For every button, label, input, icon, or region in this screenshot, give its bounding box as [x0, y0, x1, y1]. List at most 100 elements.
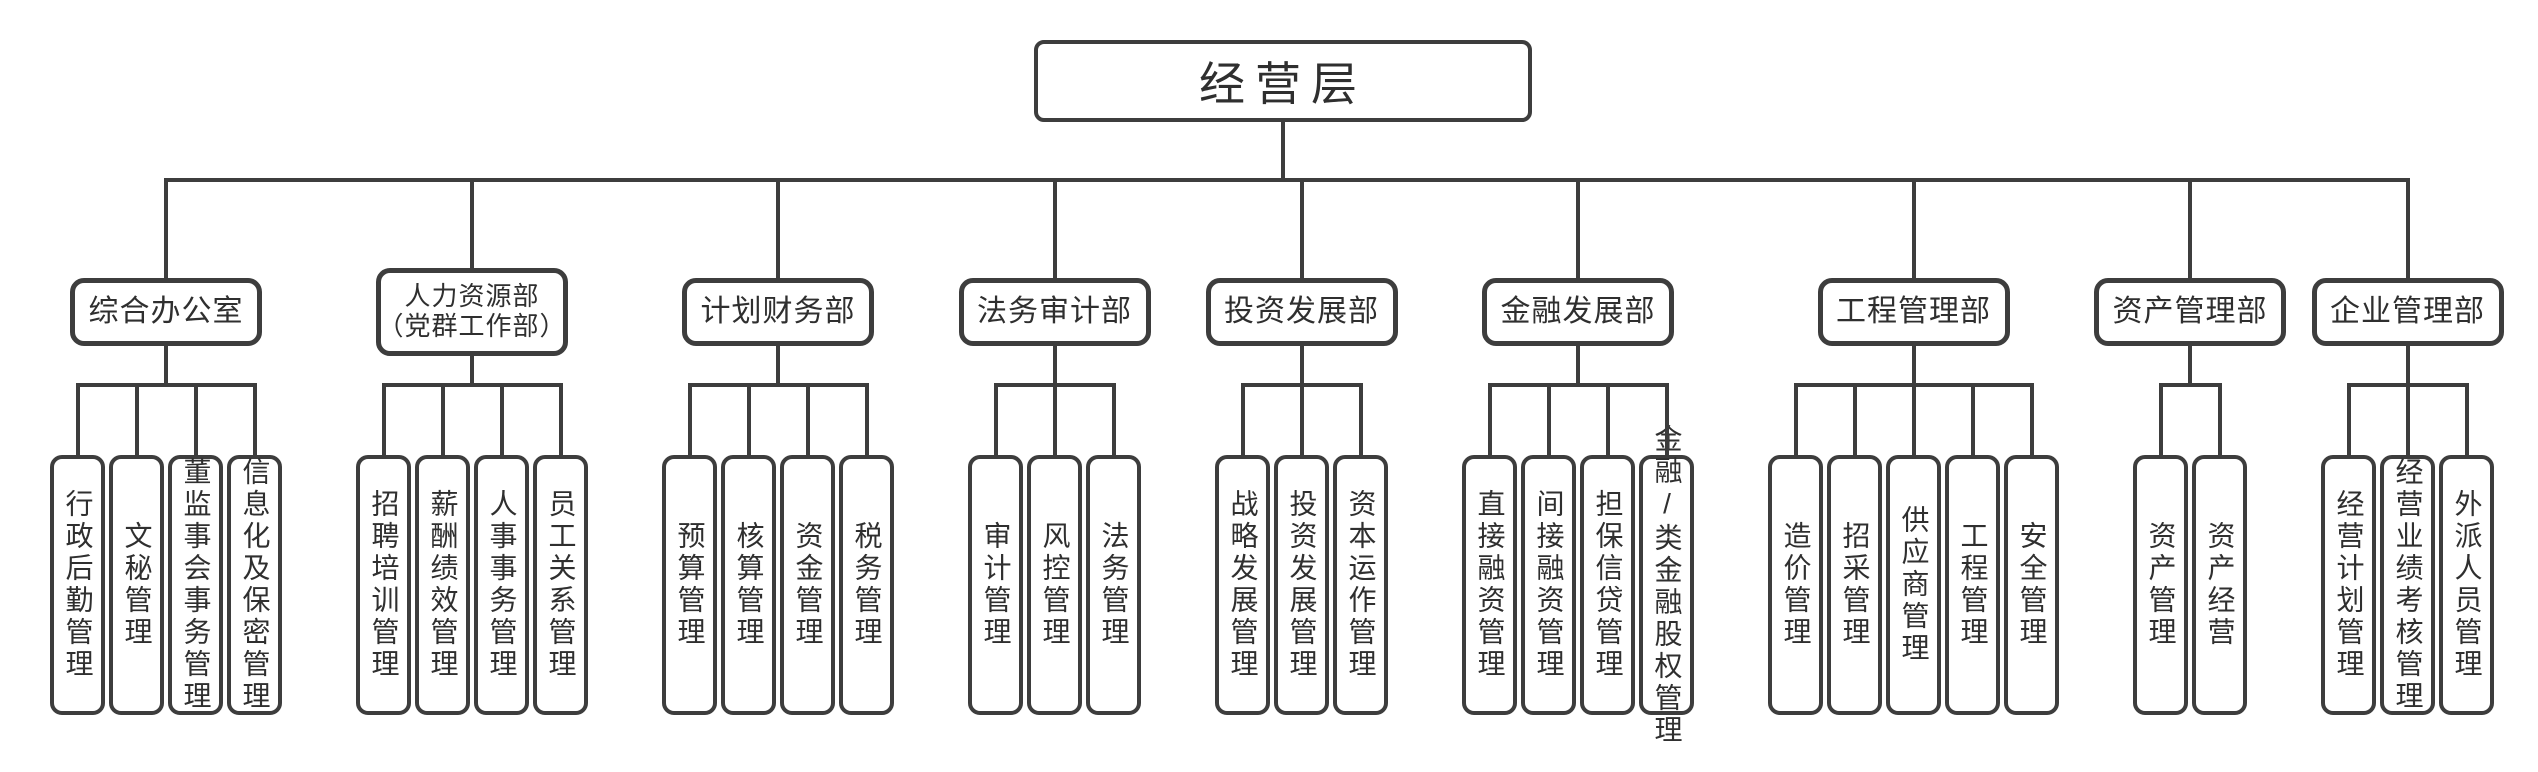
- function-drop-line: [1359, 385, 1363, 456]
- department-drop-line: [776, 180, 780, 279]
- function-node[interactable]: 资产经营: [2192, 455, 2247, 715]
- department-node[interactable]: 工程管理部: [1817, 278, 2010, 346]
- function-drop-line: [1112, 385, 1116, 456]
- function-drop-line: [865, 385, 869, 456]
- function-node[interactable]: 资产管理: [2133, 455, 2188, 715]
- department-node[interactable]: 资产管理部: [2094, 278, 2286, 346]
- department-node[interactable]: 计划财务部: [682, 278, 874, 346]
- function-node[interactable]: 信息化及保密管理: [227, 455, 282, 715]
- function-node[interactable]: 招采管理: [1827, 455, 1882, 715]
- function-drop-line: [1241, 385, 1245, 456]
- department-label: 企业管理部: [2330, 294, 2485, 328]
- department-node[interactable]: 企业管理部: [2311, 278, 2504, 346]
- function-node[interactable]: 安全管理: [2004, 455, 2059, 715]
- function-node[interactable]: 审计管理: [968, 455, 1023, 715]
- function-node[interactable]: 担保信贷管理: [1580, 455, 1635, 715]
- department-label: 金融发展部: [1500, 294, 1656, 328]
- department-stub-line: [1053, 345, 1057, 386]
- function-drop-line: [2030, 385, 2034, 456]
- function-node[interactable]: 风控管理: [1027, 455, 1082, 715]
- function-node[interactable]: 造价管理: [1768, 455, 1823, 715]
- function-row: 招聘培训管理薪酬绩效管理人事事务管理员工关系管理: [356, 455, 588, 715]
- function-row: 经营计划管理经营业绩考核管理外派人员管理: [2321, 455, 2494, 715]
- function-bus-line: [1794, 383, 2034, 387]
- function-node[interactable]: 间接融资管理: [1521, 455, 1576, 715]
- function-node[interactable]: 人事事务管理: [474, 455, 529, 715]
- function-node[interactable]: 员工关系管理: [533, 455, 588, 715]
- function-drop-line: [1853, 385, 1857, 456]
- department-drop-line: [1300, 180, 1304, 279]
- function-label: 招采管理: [1839, 521, 1871, 649]
- function-bus-line: [994, 383, 1116, 387]
- function-drop-line: [688, 385, 692, 456]
- function-label: 直接融资管理: [1474, 489, 1506, 681]
- function-bus-line: [382, 383, 563, 387]
- function-drop-line: [500, 385, 504, 456]
- function-drop-line: [1794, 385, 1798, 456]
- function-row: 战略发展管理投资发展管理资本运作管理: [1215, 455, 1388, 715]
- department-node[interactable]: 综合办公室: [70, 278, 262, 346]
- department-label: 投资发展部: [1224, 294, 1379, 328]
- function-drop-line: [76, 385, 80, 456]
- function-label: 担保信贷管理: [1592, 489, 1624, 681]
- function-node[interactable]: 经营业绩考核管理: [2380, 455, 2435, 715]
- function-label: 投资发展管理: [1286, 489, 1318, 681]
- function-node[interactable]: 法务管理: [1086, 455, 1141, 715]
- department-node[interactable]: 投资发展部: [1205, 278, 1398, 346]
- function-node[interactable]: 董监事会事务管理: [168, 455, 223, 715]
- function-label: 核算管理: [733, 521, 765, 649]
- function-node[interactable]: 工程管理: [1945, 455, 2000, 715]
- function-bus-line: [1241, 383, 1363, 387]
- function-row: 审计管理风控管理法务管理: [968, 455, 1141, 715]
- function-label: 外派人员管理: [2451, 489, 2483, 681]
- function-label: 供应商管理: [1898, 505, 1930, 665]
- function-node[interactable]: 外派人员管理: [2439, 455, 2494, 715]
- department-stub-line: [164, 345, 168, 386]
- function-label: 资产经营: [2204, 521, 2236, 649]
- department-label: 法务审计部: [977, 294, 1132, 328]
- function-node[interactable]: 薪酬绩效管理: [415, 455, 470, 715]
- function-node[interactable]: 供应商管理: [1886, 455, 1941, 715]
- function-drop-line: [1300, 385, 1304, 456]
- function-drop-line: [994, 385, 998, 456]
- function-row: 预算管理核算管理资金管理税务管理: [662, 455, 894, 715]
- function-row: 造价管理招采管理供应商管理工程管理安全管理: [1768, 455, 2059, 715]
- function-drop-line: [1053, 385, 1057, 456]
- function-node[interactable]: 文秘管理: [109, 455, 164, 715]
- trunk-line: [164, 178, 2410, 182]
- function-node[interactable]: 金融/类金融股权管理: [1639, 424, 1694, 747]
- department-drop-line: [1912, 180, 1916, 279]
- department-stub-line: [2406, 345, 2410, 386]
- function-node[interactable]: 招聘培训管理: [356, 455, 411, 715]
- root-node[interactable]: 经营层: [1034, 40, 1532, 122]
- function-node[interactable]: 资金管理: [780, 455, 835, 715]
- function-drop-line: [1547, 385, 1551, 456]
- function-node[interactable]: 经营计划管理: [2321, 455, 2376, 715]
- department-drop-line: [470, 180, 474, 269]
- function-node[interactable]: 直接融资管理: [1462, 455, 1517, 715]
- department-label: 综合办公室: [88, 294, 244, 328]
- function-label: 审计管理: [980, 521, 1012, 649]
- function-label: 预算管理: [674, 521, 706, 649]
- function-node[interactable]: 资本运作管理: [1333, 455, 1388, 715]
- function-node[interactable]: 核算管理: [721, 455, 776, 715]
- function-drop-line: [1606, 385, 1610, 456]
- function-label: 资本运作管理: [1345, 489, 1377, 681]
- function-node[interactable]: 税务管理: [839, 455, 894, 715]
- department-label: 工程管理部: [1836, 294, 1991, 328]
- function-label: 行政后勤管理: [62, 489, 94, 681]
- function-node[interactable]: 投资发展管理: [1274, 455, 1329, 715]
- department-stub-line: [1912, 345, 1916, 386]
- function-label: 造价管理: [1780, 521, 1812, 649]
- function-node[interactable]: 战略发展管理: [1215, 455, 1270, 715]
- function-node[interactable]: 行政后勤管理: [50, 455, 105, 715]
- department-node[interactable]: 人力资源部（党群工作部）: [376, 268, 568, 356]
- department-stub-line: [1576, 345, 1580, 386]
- function-row: 直接融资管理间接融资管理担保信贷管理金融/类金融股权管理: [1462, 424, 1694, 747]
- department-node[interactable]: 金融发展部: [1482, 278, 1674, 346]
- function-bus-line: [2159, 383, 2222, 387]
- function-node[interactable]: 预算管理: [662, 455, 717, 715]
- function-label: 招聘培训管理: [368, 489, 400, 681]
- department-node[interactable]: 法务审计部: [958, 278, 1151, 346]
- function-label: 金融/类金融股权管理: [1651, 423, 1683, 747]
